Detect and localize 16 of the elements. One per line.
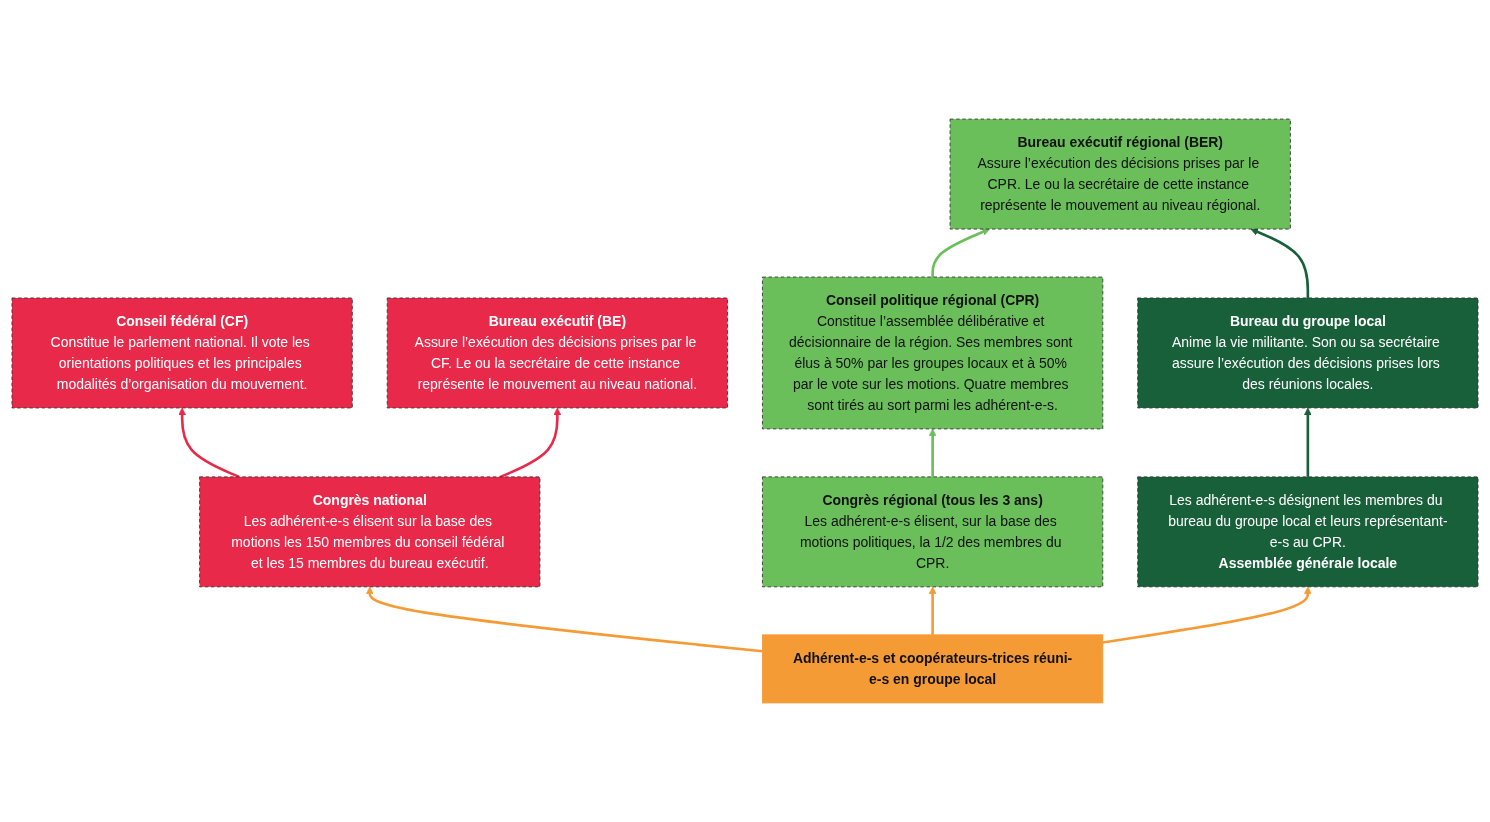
arrow (1250, 228, 1310, 298)
arrow (928, 586, 937, 635)
node-box: Bureau du groupe local Anime la vie militante. Son ou sa secrétaire assure l’exécution des décisions prises lors des réunions locales. (1137, 297, 1479, 409)
arrow (1102, 586, 1312, 644)
arrow (365, 586, 763, 653)
node-box: Congrès national Les adhérent-e-s élisent sur la base des motions les 150 membres du conseil fédéral et les 15 membres du bureau exécutif. (199, 476, 541, 588)
arrow (928, 428, 937, 477)
node-box: Conseil fédéral (CF) Constitue le parlement national. Il vote les orientations politiques et les principales modalités d’organisation du mouvement. (11, 297, 353, 409)
arrow (931, 228, 990, 278)
node-box: Bureau exécutif (BE) Assure l’exécution des décisions prises par le CF. Le ou la secrétaire de cette instance représente le mouvement au niveau national. (386, 297, 728, 409)
node-box: Bureau exécutif régional (BER) Assure l’exécution des décisions prises par le CPR. Le ou la secrétaire de cette instance représente le mouvement au niveau régional. (949, 118, 1291, 230)
node-box: Adhérent-e-s et coopérateurs-trices réuni-e-s en groupe local (762, 634, 1104, 704)
node-box: Conseil politique régional (CPR) Constitue l’assemblée délibérative et décisionnaire de la région. Ses membres sont élus à 50% par les groupes locaux et à 50% par le vote sur les motions. Quatre membres sont tirés au sort parmi les adhérent-e-s. (762, 276, 1104, 430)
arrow (1304, 407, 1312, 477)
node-box: Congrès régional (tous les 3 ans) Les adhérent-e-s élisent, sur la base des motions politiques, la 1/2 des membres du CPR. (762, 476, 1104, 588)
node-box: Les adhérent-e-s désignent les membres du bureau du groupe local et leurs représentant-e-s au CPR. Assemblée générale locale (1137, 476, 1479, 588)
